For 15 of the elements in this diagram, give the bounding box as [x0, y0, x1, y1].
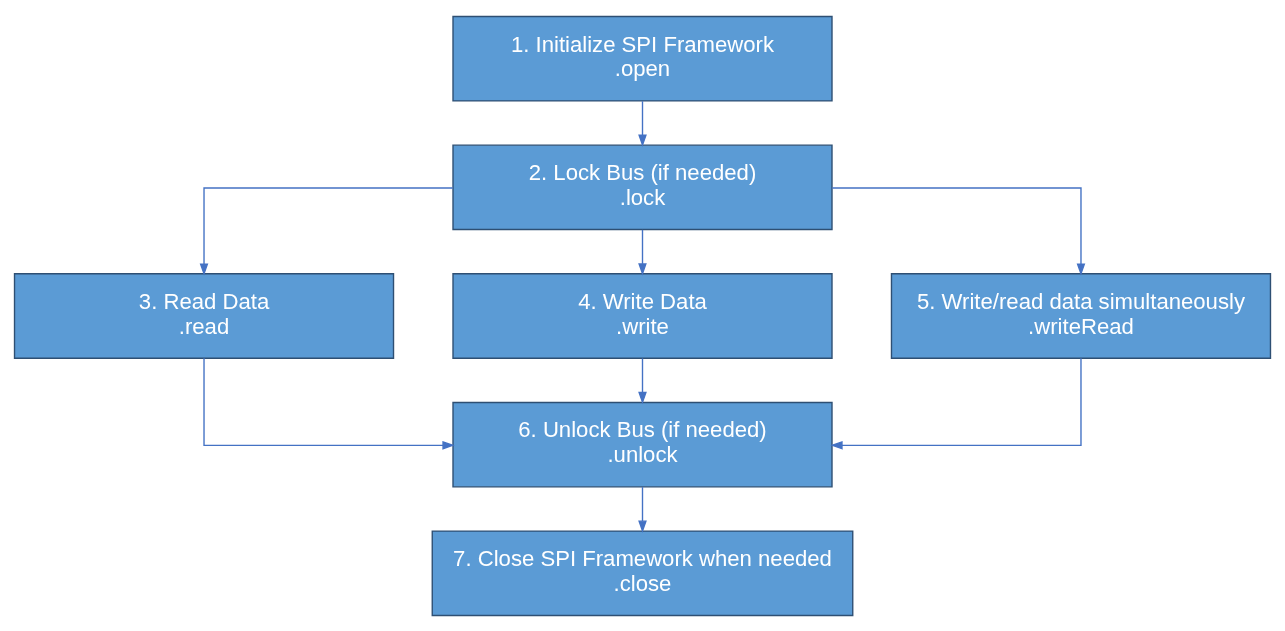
arrow: [203, 357, 455, 450]
arrow: [638, 357, 647, 404]
arrow: [831, 186, 1086, 276]
node-box: 6. Unlock Bus (if needed) .unlock: [452, 401, 833, 487]
node-box: 2. Lock Bus (if needed) .lock: [452, 144, 833, 230]
arrow: [638, 228, 647, 276]
node-box: 1. Initialize SPI Framework .open: [452, 15, 833, 102]
node-box: 3. Read Data .read: [13, 272, 395, 359]
node-box: 7. Close SPI Framework when needed .close: [431, 529, 854, 616]
arrow: [830, 357, 1082, 450]
arrow: [638, 100, 647, 147]
arrow: [638, 485, 647, 533]
arrow: [199, 186, 454, 276]
node-box: 5. Write/read data simultaneously .writeRead: [890, 272, 1272, 359]
node-box: 4. Write Data .write: [452, 272, 833, 359]
